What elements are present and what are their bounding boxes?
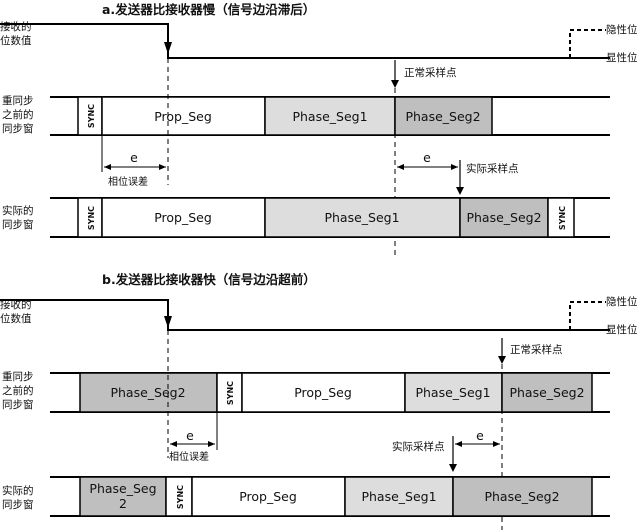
section-b-row1-phase-seg1 xyxy=(404,372,503,413)
section-b-sample-shift-arrow-l xyxy=(455,441,462,447)
section-b-row1-prop-seg-text: Prop_Seg xyxy=(294,385,352,400)
section-a-row1-phase-seg2-text: Phase_Seg2 xyxy=(405,109,480,124)
section-a-row1-prop-seg-text: Prop_Seg xyxy=(154,109,212,124)
section-a-actual-sample-arrow-head xyxy=(456,187,464,195)
section-b-normal-sample-label: 正常采样点 xyxy=(510,343,563,356)
section-b-signal-label-line1: 接收的 xyxy=(0,298,32,311)
section-b-phase-error-arrow-l xyxy=(170,441,177,447)
section-a-row2-sync-block xyxy=(77,197,103,238)
section-b-row2-sync-text: SYNC xyxy=(176,485,185,509)
section-b-row1-phase-seg1-text: Phase_Seg1 xyxy=(415,385,490,400)
section-a-row2: SYNC Prop_Seg Phase_Seg1 Phase_Seg2 SYNC xyxy=(50,197,610,238)
section-a-row1-phase-seg1-text: Phase_Seg1 xyxy=(292,109,367,124)
section-a-title: a.发送器比接收器慢（信号边沿滞后） xyxy=(102,2,315,17)
section-b-normal-sample-arrow-head xyxy=(498,356,506,364)
section-b-row1-label-line1: 重同步 xyxy=(2,370,34,383)
section-b-bit-waveform xyxy=(0,299,610,331)
section-b-title: b.发送器比接收器快（信号边沿超前） xyxy=(102,272,316,287)
section-a-row1-phase-seg1 xyxy=(264,96,396,136)
section-a-row1-sync-block xyxy=(77,96,103,136)
section-a: a.发送器比接收器慢（信号边沿滞后） 接收的 位数值 隐性位 显性位 正常采样点… xyxy=(0,2,638,255)
section-a-row1-phase-seg2 xyxy=(394,96,493,136)
section-b-row2-prop-seg xyxy=(191,476,346,517)
section-a-row2-phase-seg2-text: Phase_Seg2 xyxy=(466,210,541,225)
section-b-row2-phase-seg2-b xyxy=(452,476,593,517)
section-a-phase-error-label: 相位误差 xyxy=(108,175,148,188)
section-a-row2-prop-seg xyxy=(101,197,266,238)
section-a-recessive-dashed xyxy=(569,29,606,58)
section-b-row2-label-line1: 实际的 xyxy=(2,484,34,497)
section-a-row2-phase-seg1 xyxy=(264,197,461,238)
section-a-row1-label-line3: 同步窗 xyxy=(2,122,34,135)
section-a-signal-label-line1: 接收的 xyxy=(0,20,32,33)
section-b-row1-sync-block xyxy=(216,372,243,413)
section-a-dominant-label: 显性位 xyxy=(606,51,638,64)
section-b-row1-sync-text: SYNC xyxy=(226,381,235,405)
section-b-row1-label-line3: 同步窗 xyxy=(2,398,34,411)
section-a-row2-sync-block-2 xyxy=(547,197,575,238)
section-b-signal-label-line2: 位数值 xyxy=(0,312,32,325)
section-a-edge-arrow xyxy=(164,42,172,54)
section-b-row1-phase-seg2-a xyxy=(79,372,218,413)
section-a-row2-sync-text: SYNC xyxy=(87,206,96,230)
section-a-row2-label-line1: 实际的 xyxy=(2,204,34,217)
section-a-phase-error-arrow-r xyxy=(159,164,166,170)
section-a-row1-label-line2: 之前的 xyxy=(2,108,34,121)
section-b-row1-prop-seg xyxy=(241,372,406,413)
section-b-row2-phase-seg1 xyxy=(344,476,454,517)
section-a-recessive-label: 隐性位 xyxy=(606,23,638,36)
section-a-row1-prop-seg xyxy=(101,96,266,136)
section-a-row2-label-line2: 同步窗 xyxy=(2,218,34,231)
section-b-row1-label-line2: 之前的 xyxy=(2,384,34,397)
section-a-row2-sync-text-2: SYNC xyxy=(558,206,567,230)
section-a-normal-sample-label: 正常采样点 xyxy=(404,66,457,79)
section-b-actual-sample-arrow-head xyxy=(449,464,457,472)
section-b-row2-phase-seg2-b-text: Phase_Seg2 xyxy=(484,489,559,504)
section-a-sample-shift-arrow-r xyxy=(451,164,458,170)
section-b-edge-arrow xyxy=(164,316,172,328)
section-b-row2-phase-seg1-text: Phase_Seg1 xyxy=(361,489,436,504)
section-b-row2-prop-seg-text: Prop_Seg xyxy=(239,489,297,504)
section-a-normal-sample-arrow-head xyxy=(391,80,399,88)
section-b-row1-phase-seg2-b xyxy=(501,372,593,413)
section-a-row1-label-line1: 重同步 xyxy=(2,94,34,107)
section-a-row2-phase-seg1-text: Phase_Seg1 xyxy=(324,210,399,225)
section-b-row2-label-line2: 同步窗 xyxy=(2,498,34,511)
section-a-row2-phase-seg2 xyxy=(459,197,549,238)
section-b-sample-shift-e: e xyxy=(476,428,484,443)
section-b-phase-error-label: 相位误差 xyxy=(169,450,209,463)
section-a-actual-sample-label: 实际采样点 xyxy=(466,162,519,175)
section-b-row1-phase-seg2-a-text: Phase_Seg2 xyxy=(110,385,185,400)
section-b-sample-shift-arrow-r xyxy=(493,441,500,447)
section-b-recessive-label: 隐性位 xyxy=(606,295,638,308)
section-a-row1-sync-text: SYNC xyxy=(87,104,96,128)
section-a-phase-error-e: e xyxy=(130,150,138,165)
section-b-dominant-label: 显性位 xyxy=(606,323,638,336)
section-a-phase-error-arrow-l xyxy=(104,164,111,170)
section-b-recessive-dashed xyxy=(569,301,606,330)
section-b-phase-error-arrow-r xyxy=(208,441,215,447)
section-a-row1: SYNC Prop_Seg Phase_Seg1 Phase_Seg2 xyxy=(50,96,610,136)
section-b-phase-error-e: e xyxy=(186,428,194,443)
section-a-sample-shift-e: e xyxy=(423,150,431,165)
section-b-actual-sample-label: 实际采样点 xyxy=(392,440,445,453)
section-b-row2-phase-seg2-a xyxy=(79,476,167,517)
section-a-row2-prop-seg-text: Prop_Seg xyxy=(154,210,212,225)
section-a-signal-label-line2: 位数值 xyxy=(0,34,32,47)
section-b-row1-phase-seg2-b-text: Phase_Seg2 xyxy=(509,385,584,400)
section-b-row1: Phase_Seg2 SYNC Prop_Seg Phase_Seg1 Phas… xyxy=(50,372,610,413)
section-a-bit-waveform xyxy=(0,23,610,59)
section-a-sample-shift-arrow-l xyxy=(397,164,404,170)
section-b: b.发送器比接收器快（信号边沿超前） 接收的 位数值 隐性位 显性位 正常采样点… xyxy=(0,272,638,530)
